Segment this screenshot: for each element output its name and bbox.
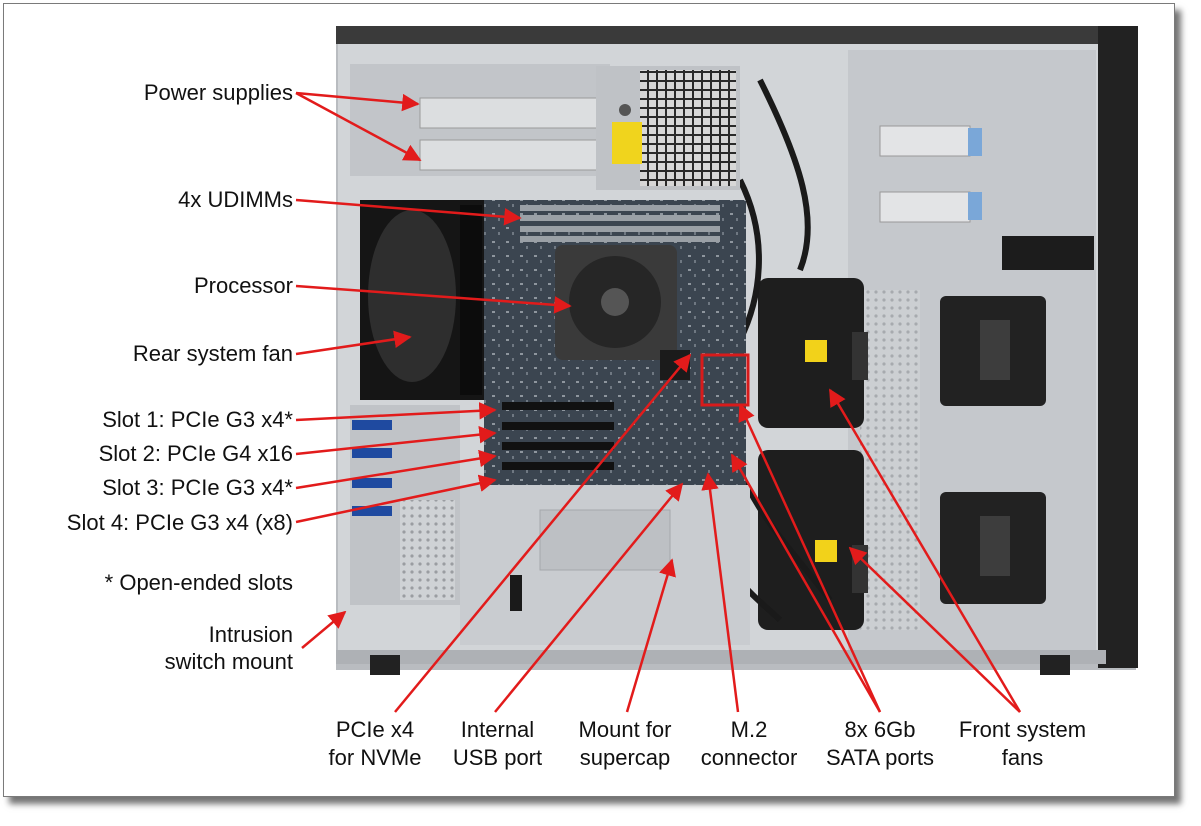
label-udimms: 4x UDIMMs [178,187,293,212]
rear-fan [360,200,486,400]
label-sata-line2: SATA ports [825,745,934,770]
label-slot4: Slot 4: PCIe G3 x4 (x8) [66,510,293,535]
arrow-power-supply-2 [295,91,422,162]
label-open-ended: * Open-ended slots [104,570,293,595]
drive-cage [848,50,1096,650]
arrow-usb [494,482,684,713]
label-m2-line2: connector [700,745,798,770]
arrow-supercap [625,558,676,713]
label-supercap-line2: supercap [579,745,671,770]
label-usb-line2: USB port [452,745,543,770]
arrow-processor [295,284,572,314]
label-processor: Processor [193,273,293,298]
pcie-brackets [350,405,460,605]
label-rear-fan: Rear system fan [132,341,293,366]
arrow-m2 [701,472,740,713]
label-front-fans-line1: Front system [958,717,1087,742]
label-front-fans-line2: fans [1001,745,1044,770]
arrow-slot1 [295,402,497,422]
arrow-front-fans-1 [828,388,1022,713]
label-pcie-nvme-line2: for NVMe [328,745,422,770]
arrow-sata-1 [738,403,882,713]
label-supercap-line1: Mount for [578,717,672,742]
label-slot2: Slot 2: PCIe G4 x16 [98,441,293,466]
arrow-intrusion [301,610,347,649]
label-intrusion-line2: switch mount [164,649,293,674]
label-sata-line1: 8x 6Gb [844,717,916,742]
callout-arrows [295,91,1022,713]
arrow-udimms [295,198,522,226]
arrow-front-fans-2 [848,546,1021,713]
arrow-slot2 [295,425,497,456]
label-power-supplies: Power supplies [143,80,293,105]
arrow-slot3 [295,449,497,490]
chassis-floor [460,485,750,645]
motherboard [484,200,750,485]
label-slot1: Slot 1: PCIe G3 x4* [102,407,293,432]
label-usb-line1: Internal [460,717,535,742]
label-m2-line1: M.2 [730,717,768,742]
arrow-power-supply-1 [295,91,420,112]
arrow-slot4 [295,474,497,524]
arrow-rear-fan [295,330,412,356]
arrow-pcie-nvme [394,353,692,713]
power-supply [350,64,740,190]
arrow-sata-2 [730,453,882,713]
label-pcie-nvme-line1: PCIe x4 [335,717,415,742]
label-slot3: Slot 3: PCIe G3 x4* [102,475,293,500]
label-intrusion-line1: Intrusion [208,622,293,647]
